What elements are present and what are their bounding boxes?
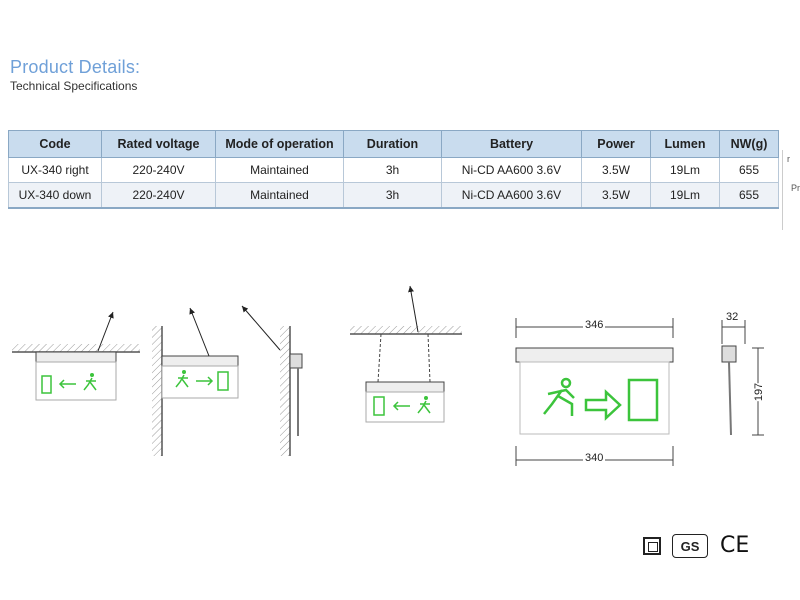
cell-voltage: 220-240V: [101, 182, 216, 209]
cell-mode: Maintained: [215, 182, 344, 209]
fragment-text: r: [787, 154, 790, 164]
table-row: UX-340 right 220-240V Maintained 3h Ni-C…: [8, 157, 779, 183]
ce-mark-icon: CE: [720, 533, 750, 558]
cell-mode: Maintained: [215, 157, 344, 183]
cell-code: UX-340 down: [8, 182, 102, 209]
dimension-label: 197: [753, 382, 766, 402]
cell-power: 3.5W: [581, 157, 651, 183]
cell-weight: 655: [719, 182, 779, 209]
col-header-rated-voltage: Rated voltage: [101, 130, 216, 158]
cell-battery: Ni-CD AA600 3.6V: [441, 157, 582, 183]
cell-lumen: 19Lm: [650, 157, 720, 183]
page-subtitle: Technical Specifications: [10, 79, 138, 93]
dimension-label: 340: [583, 452, 606, 464]
cell-duration: 3h: [343, 182, 442, 209]
adjacent-window-fragment: r Pr: [782, 150, 800, 230]
cell-weight: 655: [719, 157, 779, 183]
front-dimension-drawing: [515, 318, 674, 466]
ceiling-mount-drawing: [12, 311, 140, 401]
double-insulation-icon: [643, 537, 661, 555]
col-header-weight: NW(g): [719, 130, 779, 158]
gs-mark-icon: GS: [672, 534, 708, 558]
col-header-code: Code: [8, 130, 102, 158]
cell-code: UX-340 right: [8, 157, 102, 183]
dimension-label: 32: [726, 311, 739, 323]
col-header-battery: Battery: [441, 130, 582, 158]
col-header-power: Power: [581, 130, 651, 158]
dimension-label: 346: [583, 319, 606, 331]
suspended-mount-drawing: [350, 285, 462, 423]
side-dimension-drawing: [721, 320, 764, 436]
col-header-mode: Mode of operation: [215, 130, 344, 158]
cell-duration: 3h: [343, 157, 442, 183]
cell-power: 3.5W: [581, 182, 651, 209]
table-header-row: Code Rated voltage Mode of operation Dur…: [8, 130, 779, 158]
table-row: UX-340 down 220-240V Maintained 3h Ni-CD…: [8, 182, 779, 209]
cell-lumen: 19Lm: [650, 182, 720, 209]
spec-table: Code Rated voltage Mode of operation Dur…: [8, 130, 779, 209]
page-title: Product Details:: [10, 57, 141, 77]
wall-mount-drawing: [152, 307, 239, 456]
col-header-lumen: Lumen: [650, 130, 720, 158]
side-wall-mount-drawing: [241, 305, 303, 456]
cell-voltage: 220-240V: [101, 157, 216, 183]
installation-drawings: [12, 285, 764, 466]
cell-battery: Ni-CD AA600 3.6V: [441, 182, 582, 209]
col-header-duration: Duration: [343, 130, 442, 158]
fragment-text: Pr: [791, 183, 800, 193]
